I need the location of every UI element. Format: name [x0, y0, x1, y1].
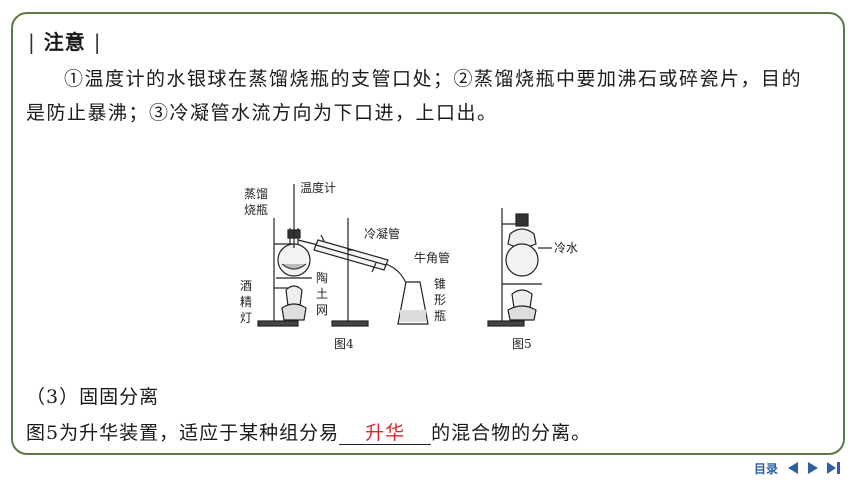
- fill-in-sentence: 图5为升华装置，适应于某种组分易升华的混合物的分离。: [26, 418, 591, 445]
- section-heading: （3）固固分离: [26, 386, 160, 408]
- label-lamp-3: 灯: [240, 311, 252, 325]
- answer-blank: 升华: [339, 422, 432, 445]
- note-bar-right: |: [93, 30, 102, 54]
- skip-to-end-icon[interactable]: [826, 461, 842, 475]
- figure5-caption: 图5: [512, 337, 532, 351]
- label-thermometer: 温度计: [300, 180, 336, 195]
- label-adapter: 牛角管: [414, 250, 450, 265]
- sentence-after: 的混合物的分离。: [431, 422, 592, 444]
- label-gauze-1: 陶: [316, 270, 328, 285]
- triangle-right-icon[interactable]: [806, 461, 820, 475]
- label-flask-1: 蒸馏: [244, 187, 268, 201]
- label-lamp-2: 精: [240, 295, 252, 309]
- figure4-caption: 图4: [334, 337, 354, 351]
- sentence-before: 图5为升华装置，适应于某种组分易: [26, 422, 340, 444]
- label-conical-2: 形: [434, 293, 446, 307]
- label-cold-water: 冷水: [554, 241, 578, 255]
- label-flask-2: 烧瓶: [244, 203, 268, 217]
- content-frame: [11, 12, 845, 455]
- note-title: 注意: [43, 30, 86, 54]
- apparatus-figure: 蒸馏 烧瓶 温度计 冷凝管 牛角管 陶 土 网 酒 精 灯 锥 形 瓶 图4 冷…: [230, 178, 630, 358]
- distillation-sublimation-diagram: 蒸馏 烧瓶 温度计 冷凝管 牛角管 陶 土 网 酒 精 灯 锥 形 瓶 图4 冷…: [240, 180, 578, 351]
- label-lamp-1: 酒: [240, 279, 252, 293]
- label-gauze-2: 土: [316, 287, 328, 301]
- note-bar-left: |: [28, 30, 36, 54]
- label-gauze-3: 网: [316, 303, 328, 317]
- note-heading: | 注意 |: [28, 26, 101, 55]
- triangle-left-icon[interactable]: [786, 461, 800, 475]
- label-conical-3: 瓶: [434, 309, 446, 323]
- note-paragraph: ①温度计的水银球在蒸馏烧瓶的支管口处；②蒸馏烧瓶中要加沸石或碎瓷片，目的是防止暴…: [26, 68, 803, 124]
- toc-link[interactable]: 目录: [753, 461, 778, 476]
- label-conical-1: 锥: [434, 277, 446, 291]
- slide-nav: 目录: [754, 458, 842, 478]
- label-condenser: 冷凝管: [364, 226, 400, 241]
